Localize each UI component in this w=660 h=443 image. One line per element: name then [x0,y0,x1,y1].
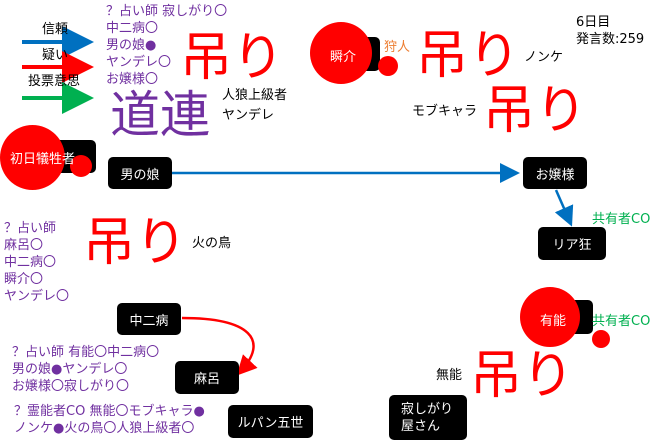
legend-doubt-label: 疑い [42,48,69,63]
doubt-arrow-chuunibyou-maro [181,316,258,376]
node-riakyou[interactable]: リア狂 [538,227,606,260]
hunter-label: 狩人 [384,40,411,55]
hang-mark-mob: 吊り [483,81,588,141]
hang-mark-jinrou: 吊り [180,28,285,88]
player-nonke[interactable]: ノンケ [524,50,564,65]
hang-mark-munou: 吊り [470,346,575,406]
post-count: 発言数:259 [576,32,645,47]
node-lupin[interactable]: ルパン五世 [228,405,313,438]
blood-splatter-icon [378,56,398,76]
player-yandere[interactable]: ヤンデレ [222,108,275,123]
player-mob[interactable]: モブキャラ [412,104,478,119]
node-first-victim-label: 初日犠牲者 [10,152,76,167]
hang-mark-nonke: 吊り [416,26,521,86]
medium-note: ？霊能者CO 無能〇モブキャラ● ノンケ●火の鳥〇人狼上級者〇 [14,404,205,436]
trust-arrow-ojousama-riakyou [554,189,574,227]
node-sabishigari[interactable]: 寂しがり 屋さん [389,395,467,440]
legend-trust-label: 信頼 [42,22,69,37]
node-yuunou-label: 有能 [540,314,567,329]
legend-vote-label: 投票意思 [28,74,81,89]
node-otokonoko[interactable]: 男の娘 [108,157,172,189]
player-hinotori[interactable]: 火の鳥 [192,236,232,251]
shared-co-label-2: 共有者CO [592,314,651,329]
node-maro[interactable]: 麻呂 [175,361,239,394]
seer-note-1: ？占い師 寂しがり〇 中二病〇 男の娘● ヤンデレ〇 お嬢様〇 [106,4,228,87]
hang-mark-hinotori: 吊り [83,213,188,273]
day-label: 6日目 [576,15,611,30]
michizure-mark: 道連 [110,86,210,144]
node-ojousama[interactable]: お嬢様 [523,157,587,189]
player-jinrou[interactable]: 人狼上級者 [222,88,288,103]
seer-note-2: ？占い師 麻呂〇 中二病〇 瞬介〇 ヤンデレ〇 [4,221,70,304]
blood-splatter-icon [520,287,580,347]
shared-co-label-1: 共有者CO [592,212,651,227]
seer-note-3: ？占い師 有能〇中二病〇 男の娘●ヤンデレ〇 お嬢様〇寂しがり〇 [12,345,160,394]
node-shunsuke-label: 瞬介 [330,50,357,65]
blood-splatter-icon [310,22,372,84]
player-munou[interactable]: 無能 [436,368,463,383]
blood-splatter-icon [592,330,610,348]
node-chuunibyou[interactable]: 中二病 [117,303,181,335]
blood-splatter-icon [70,155,92,177]
blood-splatter-icon [0,125,65,190]
